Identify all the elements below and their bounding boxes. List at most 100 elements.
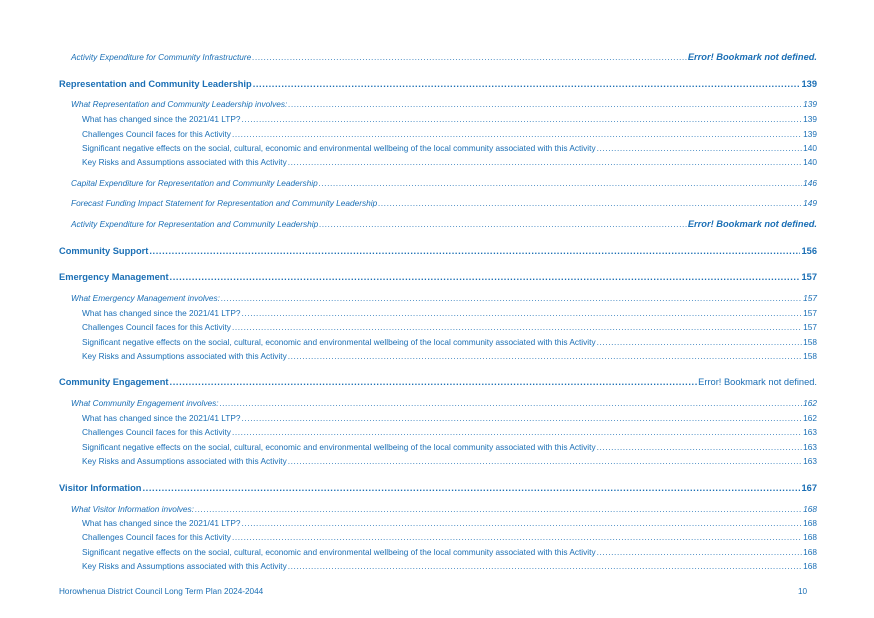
toc-entry[interactable]: Key Risks and Assumptions associated wit… <box>82 351 817 362</box>
toc-entry-label: Key Risks and Assumptions associated wit… <box>82 351 287 361</box>
toc-entry[interactable]: What Representation and Community Leader… <box>71 99 817 110</box>
toc-entry-page: 139 <box>801 79 817 89</box>
toc-dot-leader <box>597 337 803 348</box>
toc-dot-leader <box>597 442 803 453</box>
toc-entry-page: 139 <box>803 114 817 124</box>
toc-entry-page: 157 <box>803 308 817 318</box>
toc-entry-page: 163 <box>803 427 817 437</box>
toc-entry-label: Capital Expenditure for Representation a… <box>71 178 318 188</box>
toc-entry-label: Community Support <box>59 246 149 256</box>
toc-entry-label: Challenges Council faces for this Activi… <box>82 129 231 139</box>
toc-entry-page: 139 <box>803 99 817 109</box>
toc-dot-leader <box>242 518 803 529</box>
toc-dot-leader <box>288 456 802 467</box>
toc-entry[interactable]: What Emergency Management involves:157 <box>71 293 817 304</box>
toc-entry-label: Key Risks and Assumptions associated wit… <box>82 456 287 466</box>
toc-dot-leader <box>232 427 802 438</box>
toc-entry[interactable]: What has changed since the 2021/41 LTP? 1… <box>82 413 817 424</box>
toc-entry[interactable]: Significant negative effects on the soci… <box>82 337 817 348</box>
toc-entry-label: Challenges Council faces for this Activi… <box>82 427 231 437</box>
toc-entry-page: 162 <box>803 413 817 423</box>
toc-entry[interactable]: Forecast Funding Impact Statement for Re… <box>71 198 817 209</box>
toc-entry[interactable]: Key Risks and Assumptions associated wit… <box>82 561 817 572</box>
toc-entry[interactable]: Capital Expenditure for Representation a… <box>71 178 817 189</box>
toc-entry-page: 168 <box>803 532 817 542</box>
toc-entry-label: Activity Expenditure for Representation … <box>71 219 319 229</box>
toc-entry[interactable]: What Community Engagement involves: 162 <box>71 398 817 409</box>
toc-entry-label: Forecast Funding Impact Statement for Re… <box>71 198 378 208</box>
toc-dot-leader <box>221 293 802 304</box>
toc-entry[interactable]: Challenges Council faces for this Activi… <box>82 427 817 438</box>
toc-entry-page: 162 <box>803 398 817 408</box>
toc-dot-leader <box>252 52 687 63</box>
toc-entry-label: What Visitor Information involves: <box>71 504 194 514</box>
toc-entry-label: What has changed since the 2021/41 LTP? <box>82 518 241 528</box>
toc-dot-leader <box>149 246 800 257</box>
toc-entry-label: Key Risks and Assumptions associated wit… <box>82 561 287 571</box>
toc-entry[interactable]: What has changed since the 2021/41 LTP? 1… <box>82 518 817 529</box>
toc-dot-leader <box>378 198 802 209</box>
toc-entry-label: What Community Engagement involves: <box>71 398 219 408</box>
toc-entry-label: Visitor Information <box>59 483 142 493</box>
toc-entry-page: 139 <box>803 129 817 139</box>
toc-entry-page: 140 <box>803 157 817 167</box>
toc-entry[interactable]: What has changed since the 2021/41 LTP?1… <box>82 114 817 125</box>
toc-entry[interactable]: Significant negative effects on the soci… <box>82 547 817 558</box>
toc-entry[interactable]: Activity Expenditure for Community Infra… <box>71 52 817 63</box>
toc-dot-leader <box>142 483 800 494</box>
toc-dot-leader <box>288 99 802 110</box>
toc-entry-page: 149 <box>803 198 817 208</box>
toc-entry-label: Community Engagement <box>59 377 169 387</box>
toc-entry-label: Representation and Community Leadership <box>59 79 252 89</box>
toc-dot-leader <box>170 272 801 283</box>
toc-entry-page: Error! Bookmark not defined. <box>687 52 817 62</box>
toc-entry[interactable]: Challenges Council faces for this Activi… <box>82 129 817 140</box>
toc-entry[interactable]: Activity Expenditure for Representation … <box>71 219 817 230</box>
toc-entry-label: Significant negative effects on the soci… <box>82 143 596 153</box>
toc-entry-label: Activity Expenditure for Community Infra… <box>71 52 252 62</box>
footer-page-number: 10 <box>798 587 808 596</box>
toc-dot-leader <box>242 413 803 424</box>
toc-entry-label: What Emergency Management involves: <box>71 293 220 303</box>
toc-dot-leader <box>242 308 803 319</box>
toc-entry-page: Error! Bookmark not defined. <box>687 219 817 229</box>
toc-dot-leader <box>242 114 803 125</box>
toc-entry-page: 157 <box>801 272 817 282</box>
toc-entry-page: 157 <box>803 322 817 332</box>
toc-entry[interactable]: Significant negative effects on the soci… <box>82 143 817 154</box>
toc-entry[interactable]: What Visitor Information involves: 168 <box>71 504 817 515</box>
toc-entry-page: Error! Bookmark not defined. <box>698 377 817 387</box>
toc-entry[interactable]: Challenges Council faces for this Activi… <box>82 322 817 333</box>
toc-entry[interactable]: Key Risks and Assumptions associated wit… <box>82 456 817 467</box>
toc-dot-leader <box>170 377 698 388</box>
toc-entry[interactable]: Emergency Management157 <box>59 272 817 283</box>
toc-entry-page: 158 <box>803 351 817 361</box>
toc-entry[interactable]: What has changed since the 2021/41 LTP?1… <box>82 308 817 319</box>
toc-dot-leader <box>232 532 802 543</box>
toc-entry-label: What has changed since the 2021/41 LTP? <box>82 413 241 423</box>
toc-entry-page: 156 <box>801 246 817 256</box>
toc-entry-page: 167 <box>801 483 817 493</box>
toc-entry[interactable]: Challenges Council faces for this Activi… <box>82 532 817 543</box>
toc-dot-leader <box>319 219 687 230</box>
toc-entry-page: 168 <box>803 547 817 557</box>
toc-dot-leader <box>232 129 802 140</box>
toc-entry-page: 168 <box>803 504 817 514</box>
toc-entry-label: Challenges Council faces for this Activi… <box>82 532 231 542</box>
toc-entry[interactable]: Representation and Community Leadership 1… <box>59 79 817 90</box>
toc-dot-leader <box>195 504 802 515</box>
toc-entry[interactable]: Community Engagement Error! Bookmark not … <box>59 377 817 388</box>
toc-entry[interactable]: Community Support 156 <box>59 246 817 257</box>
toc-entry-page: 163 <box>803 442 817 452</box>
toc-dot-leader <box>220 398 803 409</box>
toc-entry-page: 168 <box>803 518 817 528</box>
toc-entry-page: 140 <box>803 143 817 153</box>
toc-entry-label: Significant negative effects on the soci… <box>82 337 596 347</box>
toc-entry[interactable]: Key Risks and Assumptions associated wit… <box>82 157 817 168</box>
toc-entry[interactable]: Visitor Information 167 <box>59 483 817 494</box>
toc-entry-page: 163 <box>803 456 817 466</box>
toc-entry-label: Challenges Council faces for this Activi… <box>82 322 231 332</box>
toc-entry-label: What Representation and Community Leader… <box>71 99 288 109</box>
toc-entry[interactable]: Significant negative effects on the soci… <box>82 442 817 453</box>
